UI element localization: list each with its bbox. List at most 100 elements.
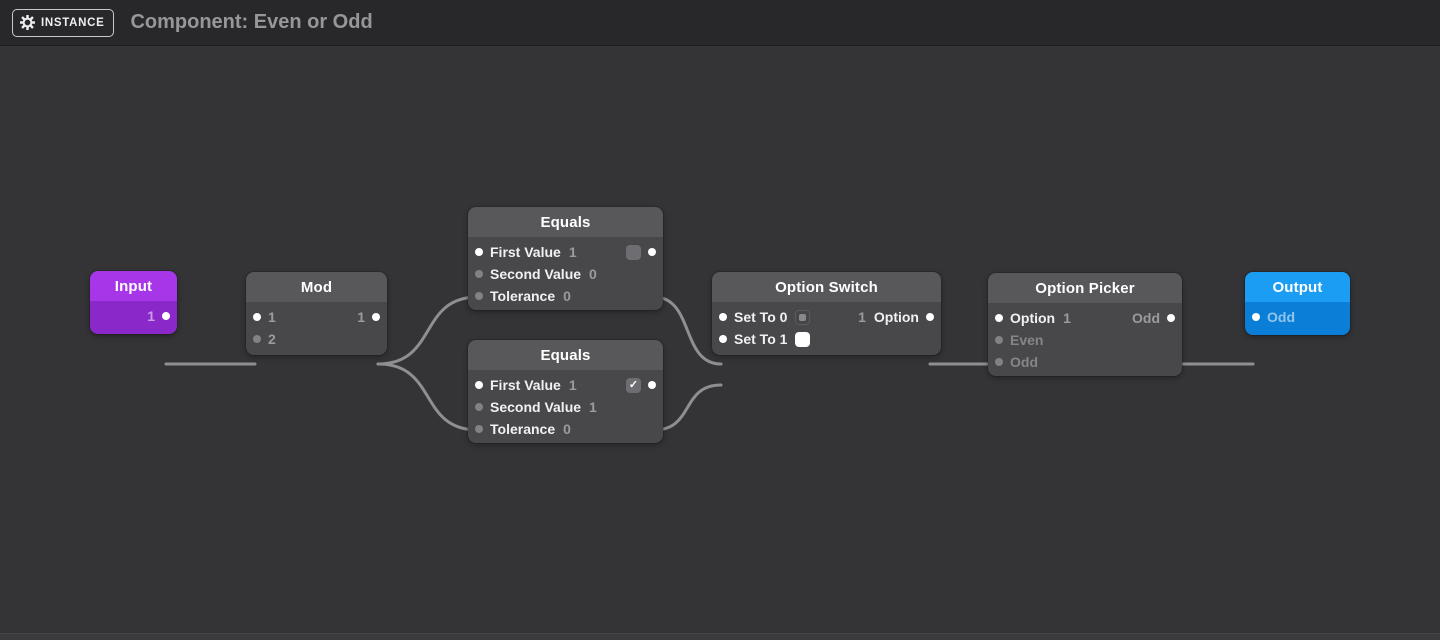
port-label: Even — [1010, 332, 1044, 348]
port-value: 1 — [268, 309, 276, 325]
port-label: Odd — [1267, 309, 1295, 325]
port-dot[interactable] — [372, 313, 380, 321]
node-body: 1 — [90, 301, 177, 334]
port-left: 2 — [268, 331, 276, 347]
port-left: Odd — [1010, 354, 1038, 370]
port-dot[interactable] — [719, 313, 727, 321]
port-value: 1 — [858, 309, 866, 325]
port-row: 1 — [90, 305, 177, 327]
node-title: Output — [1245, 272, 1350, 302]
port-label: Tolerance — [490, 421, 556, 437]
port-left: Second Value 0 — [490, 266, 597, 282]
port-dot[interactable] — [995, 336, 1003, 344]
port-row: Set To 1 — [712, 328, 941, 350]
port-row: Even — [988, 329, 1182, 351]
node-title: Mod — [246, 272, 387, 302]
wire — [652, 383, 723, 432]
node-body: Odd — [1245, 302, 1350, 335]
node-title: Equals — [468, 340, 663, 370]
checkbox-inner-icon[interactable] — [795, 309, 811, 325]
port-dot[interactable] — [719, 335, 727, 343]
port-label: Set To 0 — [734, 309, 788, 325]
port-left: Tolerance 0 — [490, 288, 571, 304]
port-dot[interactable] — [648, 381, 656, 389]
port-value: 1 — [568, 244, 577, 260]
node-title: Option Picker — [988, 273, 1182, 303]
port-value: 0 — [563, 288, 571, 304]
port-dot[interactable] — [1252, 313, 1260, 321]
port-label: Odd — [1010, 354, 1038, 370]
port-row: First Value 1 — [468, 241, 663, 263]
port-row: Tolerance 0 — [468, 285, 663, 307]
port-value: 1 — [589, 399, 597, 415]
port-label: Second Value — [490, 266, 582, 282]
port-value: 1 — [357, 309, 365, 325]
port-dot[interactable] — [253, 313, 261, 321]
port-label: First Value — [490, 377, 561, 393]
port-left: Second Value 1 — [490, 399, 597, 415]
port-value: 0 — [563, 421, 571, 437]
port-left: 1 — [268, 309, 276, 325]
checkbox-checked-icon[interactable]: ✓ — [626, 377, 641, 393]
port-label: Set To 1 — [734, 331, 788, 347]
title-bar: INSTANCE Component: Even or Odd — [0, 0, 1440, 46]
port-dot[interactable] — [475, 381, 483, 389]
port-dot[interactable] — [475, 403, 483, 411]
gear-icon — [20, 15, 35, 30]
port-right: Odd — [1132, 310, 1160, 326]
port-value: 0 — [589, 266, 597, 282]
port-label: First Value — [490, 244, 561, 260]
port-dot[interactable] — [1167, 314, 1175, 322]
port-left: Set To 1 — [734, 331, 811, 347]
port-dot[interactable] — [253, 335, 261, 343]
port-dot[interactable] — [648, 248, 656, 256]
wire — [376, 295, 480, 366]
port-left: Tolerance 0 — [490, 421, 571, 437]
port-right — [626, 244, 641, 260]
port-dot[interactable] — [995, 358, 1003, 366]
port-label: Second Value — [490, 399, 582, 415]
port-row: First Value 1 ✓ — [468, 374, 663, 396]
port-dot[interactable] — [926, 313, 934, 321]
port-dot[interactable] — [475, 292, 483, 300]
port-right: 1 — [147, 308, 155, 324]
port-row: Odd — [1245, 306, 1350, 328]
port-label: Tolerance — [490, 288, 556, 304]
port-left: Even — [1010, 332, 1043, 348]
port-row: Odd — [988, 351, 1182, 373]
node-title: Equals — [468, 207, 663, 237]
checkbox-white-icon[interactable] — [795, 331, 811, 347]
port-dot[interactable] — [475, 425, 483, 433]
port-left: Set To 0 — [734, 309, 811, 325]
port-left: First Value 1 — [490, 377, 577, 393]
node-title: Input — [90, 271, 177, 301]
wire — [376, 362, 480, 432]
port-label: 1 — [147, 308, 155, 324]
page-title: Component: Even or Odd — [130, 11, 373, 33]
checkbox-unchecked-icon[interactable] — [626, 244, 641, 260]
port-dot[interactable] — [475, 270, 483, 278]
port-dot[interactable] — [475, 248, 483, 256]
node-title: Option Switch — [712, 272, 941, 302]
port-right: ✓ — [626, 377, 641, 393]
node-input[interactable]: Input 1 — [90, 271, 177, 334]
port-right: 1 — [357, 309, 365, 325]
port-row: Second Value 0 — [468, 263, 663, 285]
port-dot[interactable] — [162, 312, 170, 320]
port-value: 1 — [568, 377, 577, 393]
port-dot[interactable] — [995, 314, 1003, 322]
